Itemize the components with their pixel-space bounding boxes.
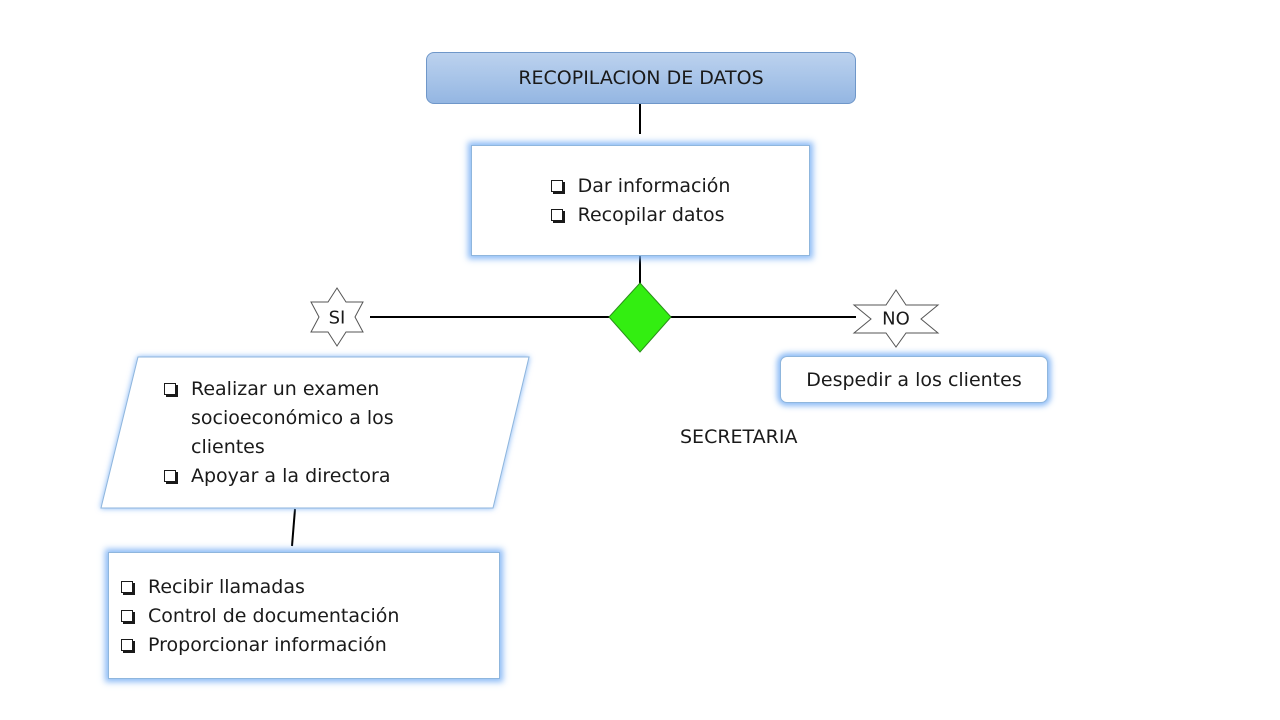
si-star-shape (310, 287, 364, 347)
list-item: Recibir llamadas (121, 573, 499, 602)
info-box: Dar información Recopilar datos (471, 145, 810, 256)
list-item: Apoyar a la directora (164, 462, 464, 491)
connector-parallelogram-to-bottom (291, 508, 296, 547)
checkbox-icon (164, 383, 176, 395)
checkbox-icon (121, 581, 133, 593)
si-label: SI (328, 307, 346, 329)
role-label: SECRETARIA (680, 426, 798, 448)
checkbox-icon (550, 179, 563, 192)
checkbox-icon (121, 639, 133, 651)
no-label: NO (882, 308, 910, 330)
info-checklist: Dar información Recopilar datos (550, 172, 731, 230)
checkbox-icon (164, 470, 176, 482)
list-item: Proporcionar información (121, 631, 499, 660)
title-label: RECOPILACION DE DATOS (518, 67, 764, 89)
list-item: Realizar un examen socioeconómico a los … (164, 375, 464, 462)
yes-branch-content: Realizar un examen socioeconómico a los … (164, 375, 464, 491)
checkbox-icon (121, 610, 133, 622)
tasks-checklist: Recibir llamadas Control de documentació… (121, 573, 499, 660)
list-item: Recopilar datos (550, 201, 731, 230)
title-box: RECOPILACION DE DATOS (426, 52, 856, 104)
decision-diamond (608, 282, 672, 353)
list-item: Dar información (550, 172, 730, 201)
list-item: Control de documentación (121, 602, 499, 631)
no-star-shape (852, 289, 940, 348)
yes-checklist: Realizar un examen socioeconómico a los … (164, 375, 464, 491)
tasks-box: Recibir llamadas Control de documentació… (108, 552, 500, 679)
checkbox-icon (550, 208, 563, 221)
no-branch-box: Despedir a los clientes (780, 356, 1048, 403)
yes-branch-parallelogram (100, 356, 530, 509)
no-branch-label: Despedir a los clientes (806, 368, 1022, 391)
